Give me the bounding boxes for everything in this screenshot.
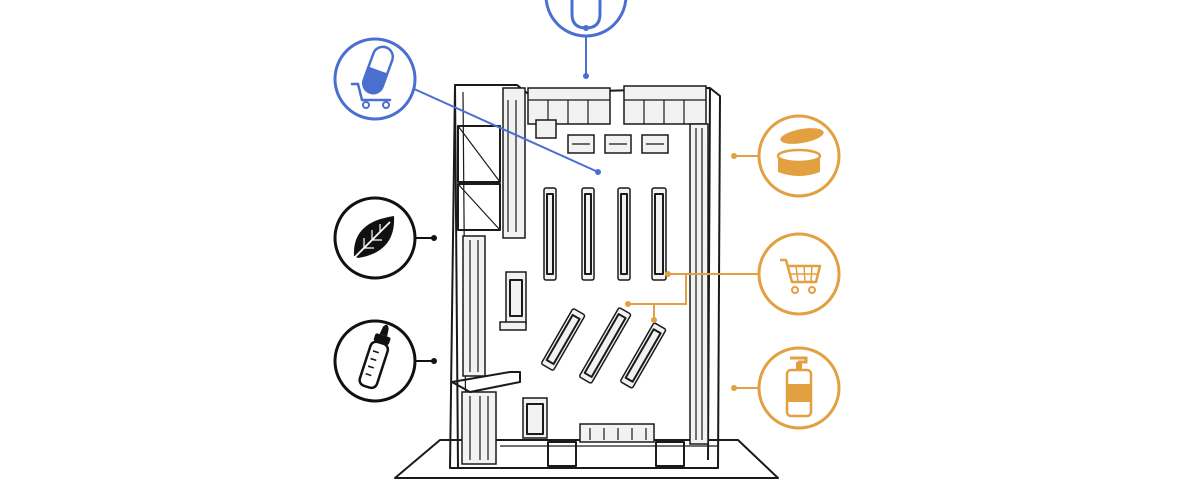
island-display	[499, 271, 527, 331]
leaf-icon	[333, 196, 417, 280]
checkout-area	[500, 397, 718, 467]
left-rooms	[457, 87, 526, 239]
vertical-gondolas	[543, 187, 667, 281]
connector-pharmacy	[411, 87, 599, 173]
diagonal-gondolas	[541, 307, 667, 389]
pill-cart-icon	[333, 37, 417, 121]
cosmetic-jar-icon	[757, 114, 841, 198]
pump-bottle-icon	[757, 346, 841, 430]
left-wall-shelves	[451, 235, 521, 465]
right-wall-shelves	[689, 123, 709, 445]
store-outer-wall	[449, 84, 721, 469]
stethoscope-icon	[544, 0, 628, 38]
floor-plan	[394, 84, 779, 479]
connector-lines	[411, 36, 759, 391]
baby-bottle-icon	[333, 319, 417, 403]
service-counters	[535, 119, 669, 154]
shopping-cart-icon	[757, 232, 841, 316]
top-cabinets	[527, 85, 707, 125]
